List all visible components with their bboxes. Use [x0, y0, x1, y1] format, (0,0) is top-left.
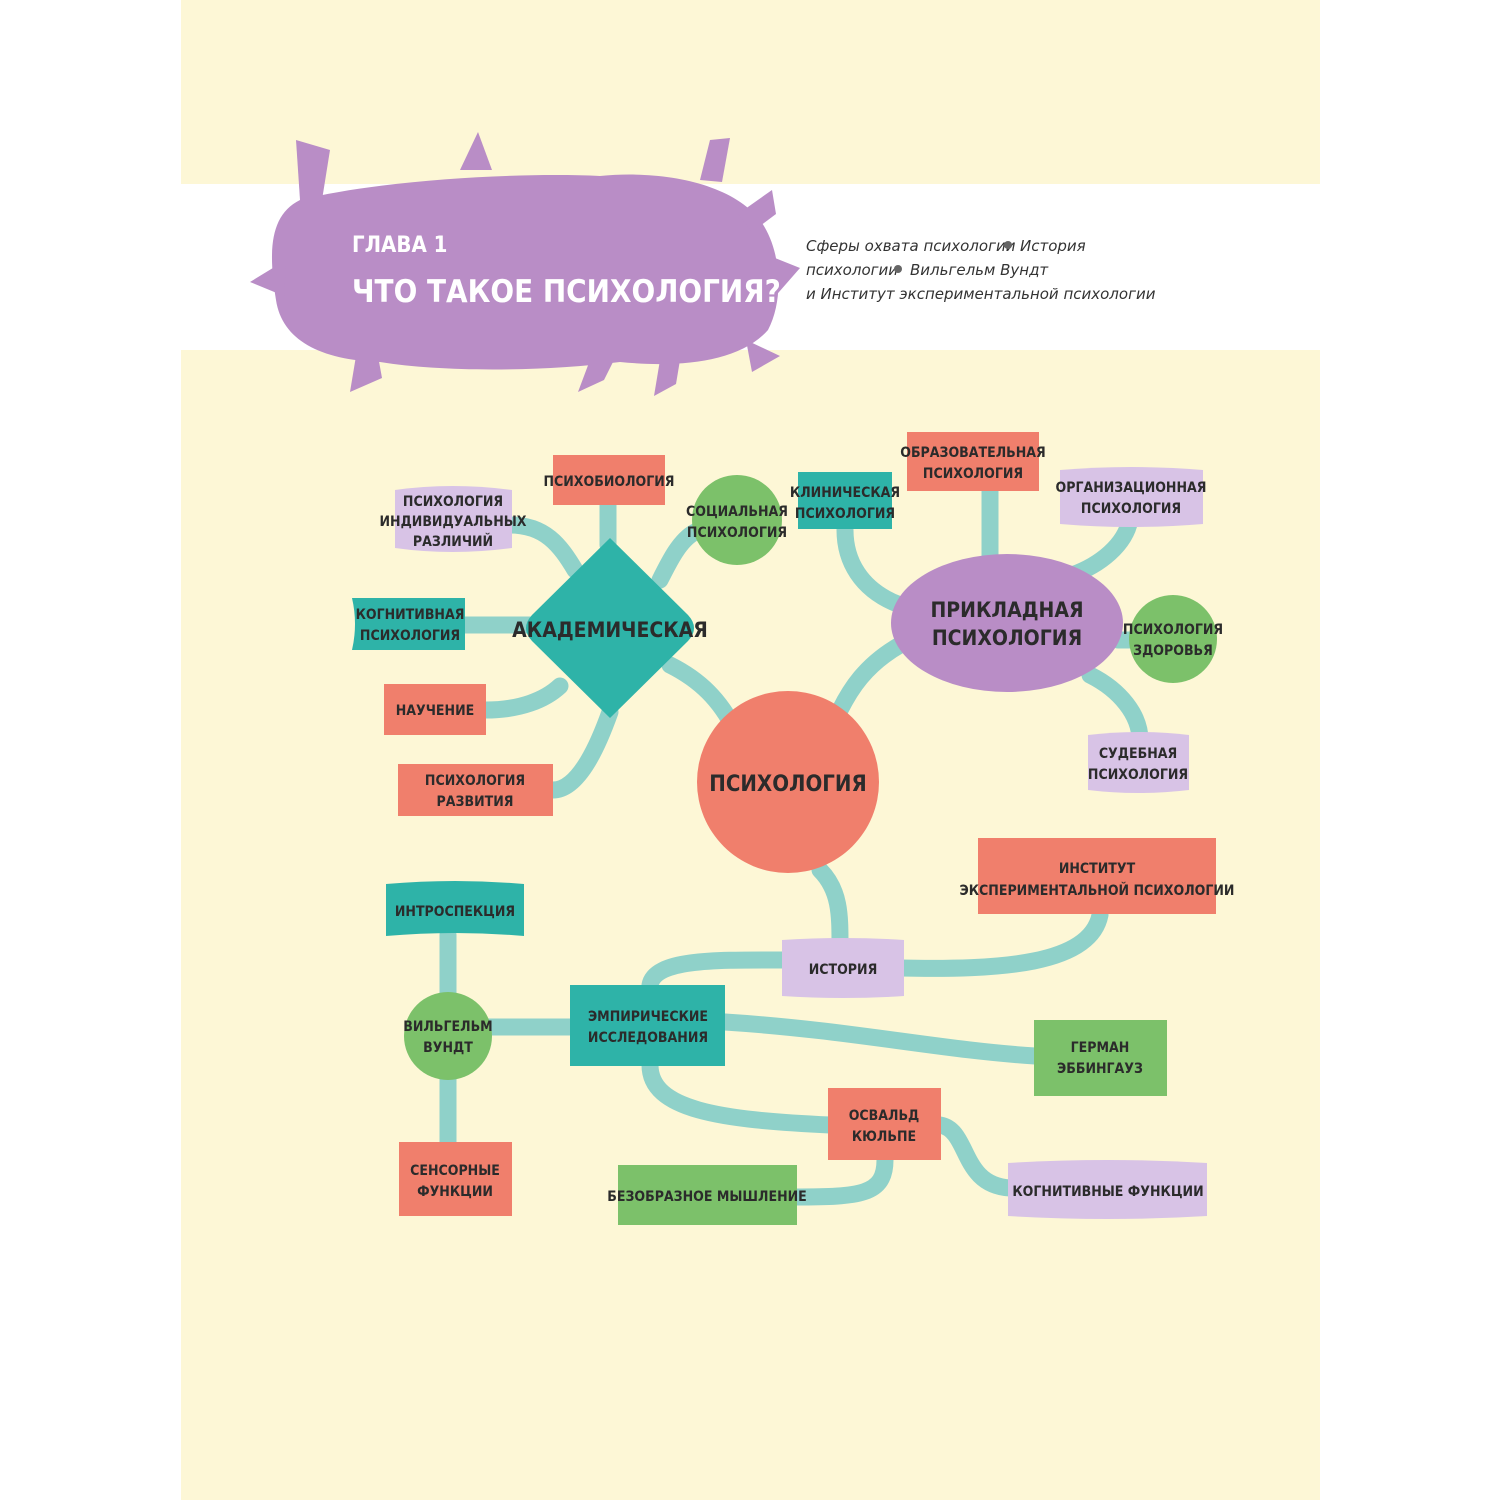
health-label-2: ЗДОРОВЬЯ [1133, 643, 1213, 659]
chapter-topics: Сферы охвата психологии История психолог… [806, 237, 1156, 303]
node-sensory: СЕНСОРНЫЕ ФУНКЦИИ [399, 1142, 512, 1216]
node-wundt: ВИЛЬГЕЛЬМ ВУНДТ [403, 992, 493, 1080]
node-development: ПСИХОЛОГИЯ РАЗВИТИЯ [398, 764, 553, 816]
clinical-label-1: КЛИНИЧЕСКАЯ [790, 485, 900, 501]
kulpe-label-1: ОСВАЛЬД [849, 1108, 920, 1124]
node-cognitive-functions: КОГНИТИВНЫЕ ФУНКЦИИ [1008, 1160, 1207, 1219]
imageless-label: БЕЗОБРАЗНОЕ МЫШЛЕНИЕ [607, 1189, 807, 1205]
sensory-label-2: ФУНКЦИИ [417, 1184, 493, 1200]
empirical-label-2: ИССЛЕДОВАНИЯ [588, 1030, 708, 1046]
history-label: ИСТОРИЯ [809, 962, 878, 978]
psychology-label: ПСИХОЛОГИЯ [709, 772, 866, 797]
topic-institute: и Институт экспериментальной психологии [806, 285, 1156, 303]
forensic-label-2: ПСИХОЛОГИЯ [1088, 767, 1188, 783]
organizational-label-2: ПСИХОЛОГИЯ [1081, 501, 1181, 517]
node-clinical: КЛИНИЧЕСКАЯ ПСИХОЛОГИЯ [790, 472, 900, 529]
empirical-label-1: ЭМПИРИЧЕСКИЕ [588, 1009, 708, 1025]
node-forensic: СУДЕБНАЯ ПСИХОЛОГИЯ [1088, 732, 1189, 793]
academic-label: АКАДЕМИЧЕСКАЯ [512, 618, 708, 642]
psychobiology-label: ПСИХОБИОЛОГИЯ [543, 474, 674, 490]
development-label-1: ПСИХОЛОГИЯ [425, 773, 525, 789]
topic-history: История [1020, 237, 1086, 255]
learning-label: НАУЧЕНИЕ [396, 703, 474, 719]
chapter-title: ЧТО ТАКОЕ ПСИХОЛОГИЯ? [352, 274, 781, 310]
node-learning: НАУЧЕНИЕ [384, 684, 486, 735]
node-individual-differences: ПСИХОЛОГИЯ ИНДИВИДУАЛЬНЫХ РАЗЛИЧИЙ [379, 486, 527, 552]
forensic-label-1: СУДЕБНАЯ [1099, 746, 1177, 762]
node-empirical: ЭМПИРИЧЕСКИЕ ИССЛЕДОВАНИЯ [570, 985, 725, 1066]
node-ebbinghaus: ГЕРМАН ЭББИНГАУЗ [1034, 1020, 1167, 1096]
individual-label-3: РАЗЛИЧИЙ [413, 533, 493, 550]
topic-scope: Сферы охвата психологии [806, 237, 1016, 255]
node-institute: ИНСТИТУТ ЭКСПЕРИМЕНТАЛЬНОЙ ПСИХОЛОГИИ [960, 838, 1235, 914]
node-educational: ОБРАЗОВАТЕЛЬНАЯ ПСИХОЛОГИЯ [900, 432, 1046, 491]
cognitive-label-2: ПСИХОЛОГИЯ [360, 628, 460, 644]
node-imageless-thought: БЕЗОБРАЗНОЕ МЫШЛЕНИЕ [607, 1165, 807, 1225]
node-cognitive-psychology: КОГНИТИВНАЯ ПСИХОЛОГИЯ [352, 598, 465, 650]
development-label-2: РАЗВИТИЯ [437, 794, 514, 810]
applied-label-2: ПСИХОЛОГИЯ [932, 626, 1082, 650]
organizational-label-1: ОРГАНИЗАЦИОННАЯ [1056, 480, 1207, 496]
wundt-label-2: ВУНДТ [423, 1040, 473, 1056]
ebbinghaus-label-1: ГЕРМАН [1071, 1040, 1130, 1056]
node-applied: ПРИКЛАДНАЯ ПСИХОЛОГИЯ [891, 554, 1123, 692]
cognitive-label-1: КОГНИТИВНАЯ [356, 607, 465, 623]
educational-label-2: ПСИХОЛОГИЯ [923, 466, 1023, 482]
social-label-1: СОЦИАЛЬНАЯ [686, 504, 788, 520]
node-history: ИСТОРИЯ [782, 938, 904, 998]
node-social: СОЦИАЛЬНАЯ ПСИХОЛОГИЯ [686, 475, 788, 565]
social-label-2: ПСИХОЛОГИЯ [687, 525, 787, 541]
sensory-label-1: СЕНСОРНЫЕ [410, 1163, 500, 1179]
connectors [439, 481, 1149, 1206]
introspection-label: ИНТРОСПЕКЦИЯ [395, 904, 515, 920]
ebbinghaus-label-2: ЭББИНГАУЗ [1057, 1061, 1143, 1077]
node-psychobiology: ПСИХОБИОЛОГИЯ [543, 455, 675, 505]
wundt-label-1: ВИЛЬГЕЛЬМ [403, 1019, 492, 1035]
cognitive-functions-label: КОГНИТИВНЫЕ ФУНКЦИИ [1012, 1184, 1203, 1200]
node-psychology: ПСИХОЛОГИЯ [697, 691, 879, 873]
node-academic: АКАДЕМИЧЕСКАЯ [512, 538, 708, 718]
individual-label-2: ИНДИВИДУАЛЬНЫХ [379, 514, 526, 530]
educational-label-1: ОБРАЗОВАТЕЛЬНАЯ [900, 445, 1046, 461]
topic-wundt: Вильгельм Вундт [910, 261, 1049, 279]
node-health: ПСИХОЛОГИЯ ЗДОРОВЬЯ [1123, 595, 1223, 683]
kulpe-label-2: КЮЛЬПЕ [852, 1129, 916, 1145]
health-label-1: ПСИХОЛОГИЯ [1123, 622, 1223, 638]
clinical-label-2: ПСИХОЛОГИЯ [795, 506, 895, 522]
node-introspection: ИНТРОСПЕКЦИЯ [386, 881, 524, 936]
chapter-number: ГЛАВА 1 [352, 233, 447, 258]
applied-label-1: ПРИКЛАДНАЯ [930, 598, 1083, 622]
institute-label-2: ЭКСПЕРИМЕНТАЛЬНОЙ ПСИХОЛОГИИ [960, 882, 1235, 899]
bullet-icon [1004, 241, 1012, 249]
node-organizational: ОРГАНИЗАЦИОННАЯ ПСИХОЛОГИЯ [1056, 467, 1207, 527]
chapter-blob [250, 132, 800, 396]
topic-history-cont: психологии [806, 261, 898, 279]
individual-label-1: ПСИХОЛОГИЯ [403, 494, 503, 510]
institute-label-1: ИНСТИТУТ [1059, 861, 1136, 877]
bullet-icon [894, 265, 902, 273]
node-kulpe: ОСВАЛЬД КЮЛЬПЕ [828, 1088, 941, 1160]
